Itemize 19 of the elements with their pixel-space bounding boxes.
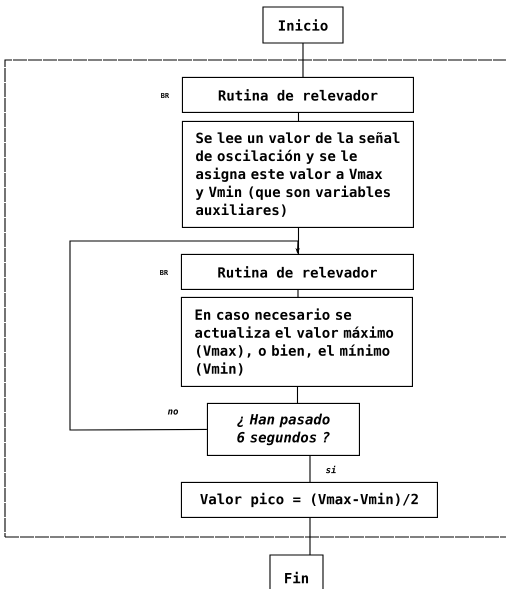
- connector-line: [298, 113, 300, 122]
- connector-line: [302, 43, 304, 78]
- connector-line: [309, 518, 311, 555]
- connector-line: [298, 228, 300, 255]
- terminal-box: Inicio: [262, 6, 344, 44]
- arrow: [69, 240, 300, 431]
- edge-label: si: [324, 464, 338, 474]
- process-box: En caso necesario se actualiza el valor máximo (Vmax), o bien, el mínimo (Vmin): [180, 296, 413, 387]
- decision-box: ¿ Han pasado 6 segundos ?: [206, 402, 360, 456]
- process-box: Rutina de relevador: [182, 76, 414, 113]
- process-box: Se lee un valor de la señal de oscilación y se le asigna este valor a Vmax y Vmin (que son variables auxiliares): [182, 120, 414, 228]
- process-box: Rutina de relevador: [180, 254, 414, 290]
- process-box: Valor pico = (Vmax-Vmin)/2: [180, 482, 438, 518]
- connector-line: [309, 456, 311, 483]
- terminal-box: Fin: [269, 554, 324, 589]
- connector-line: [297, 290, 299, 298]
- connector-line: [296, 387, 298, 404]
- frame: [4, 59, 506, 538]
- edge-label: no: [166, 408, 180, 416]
